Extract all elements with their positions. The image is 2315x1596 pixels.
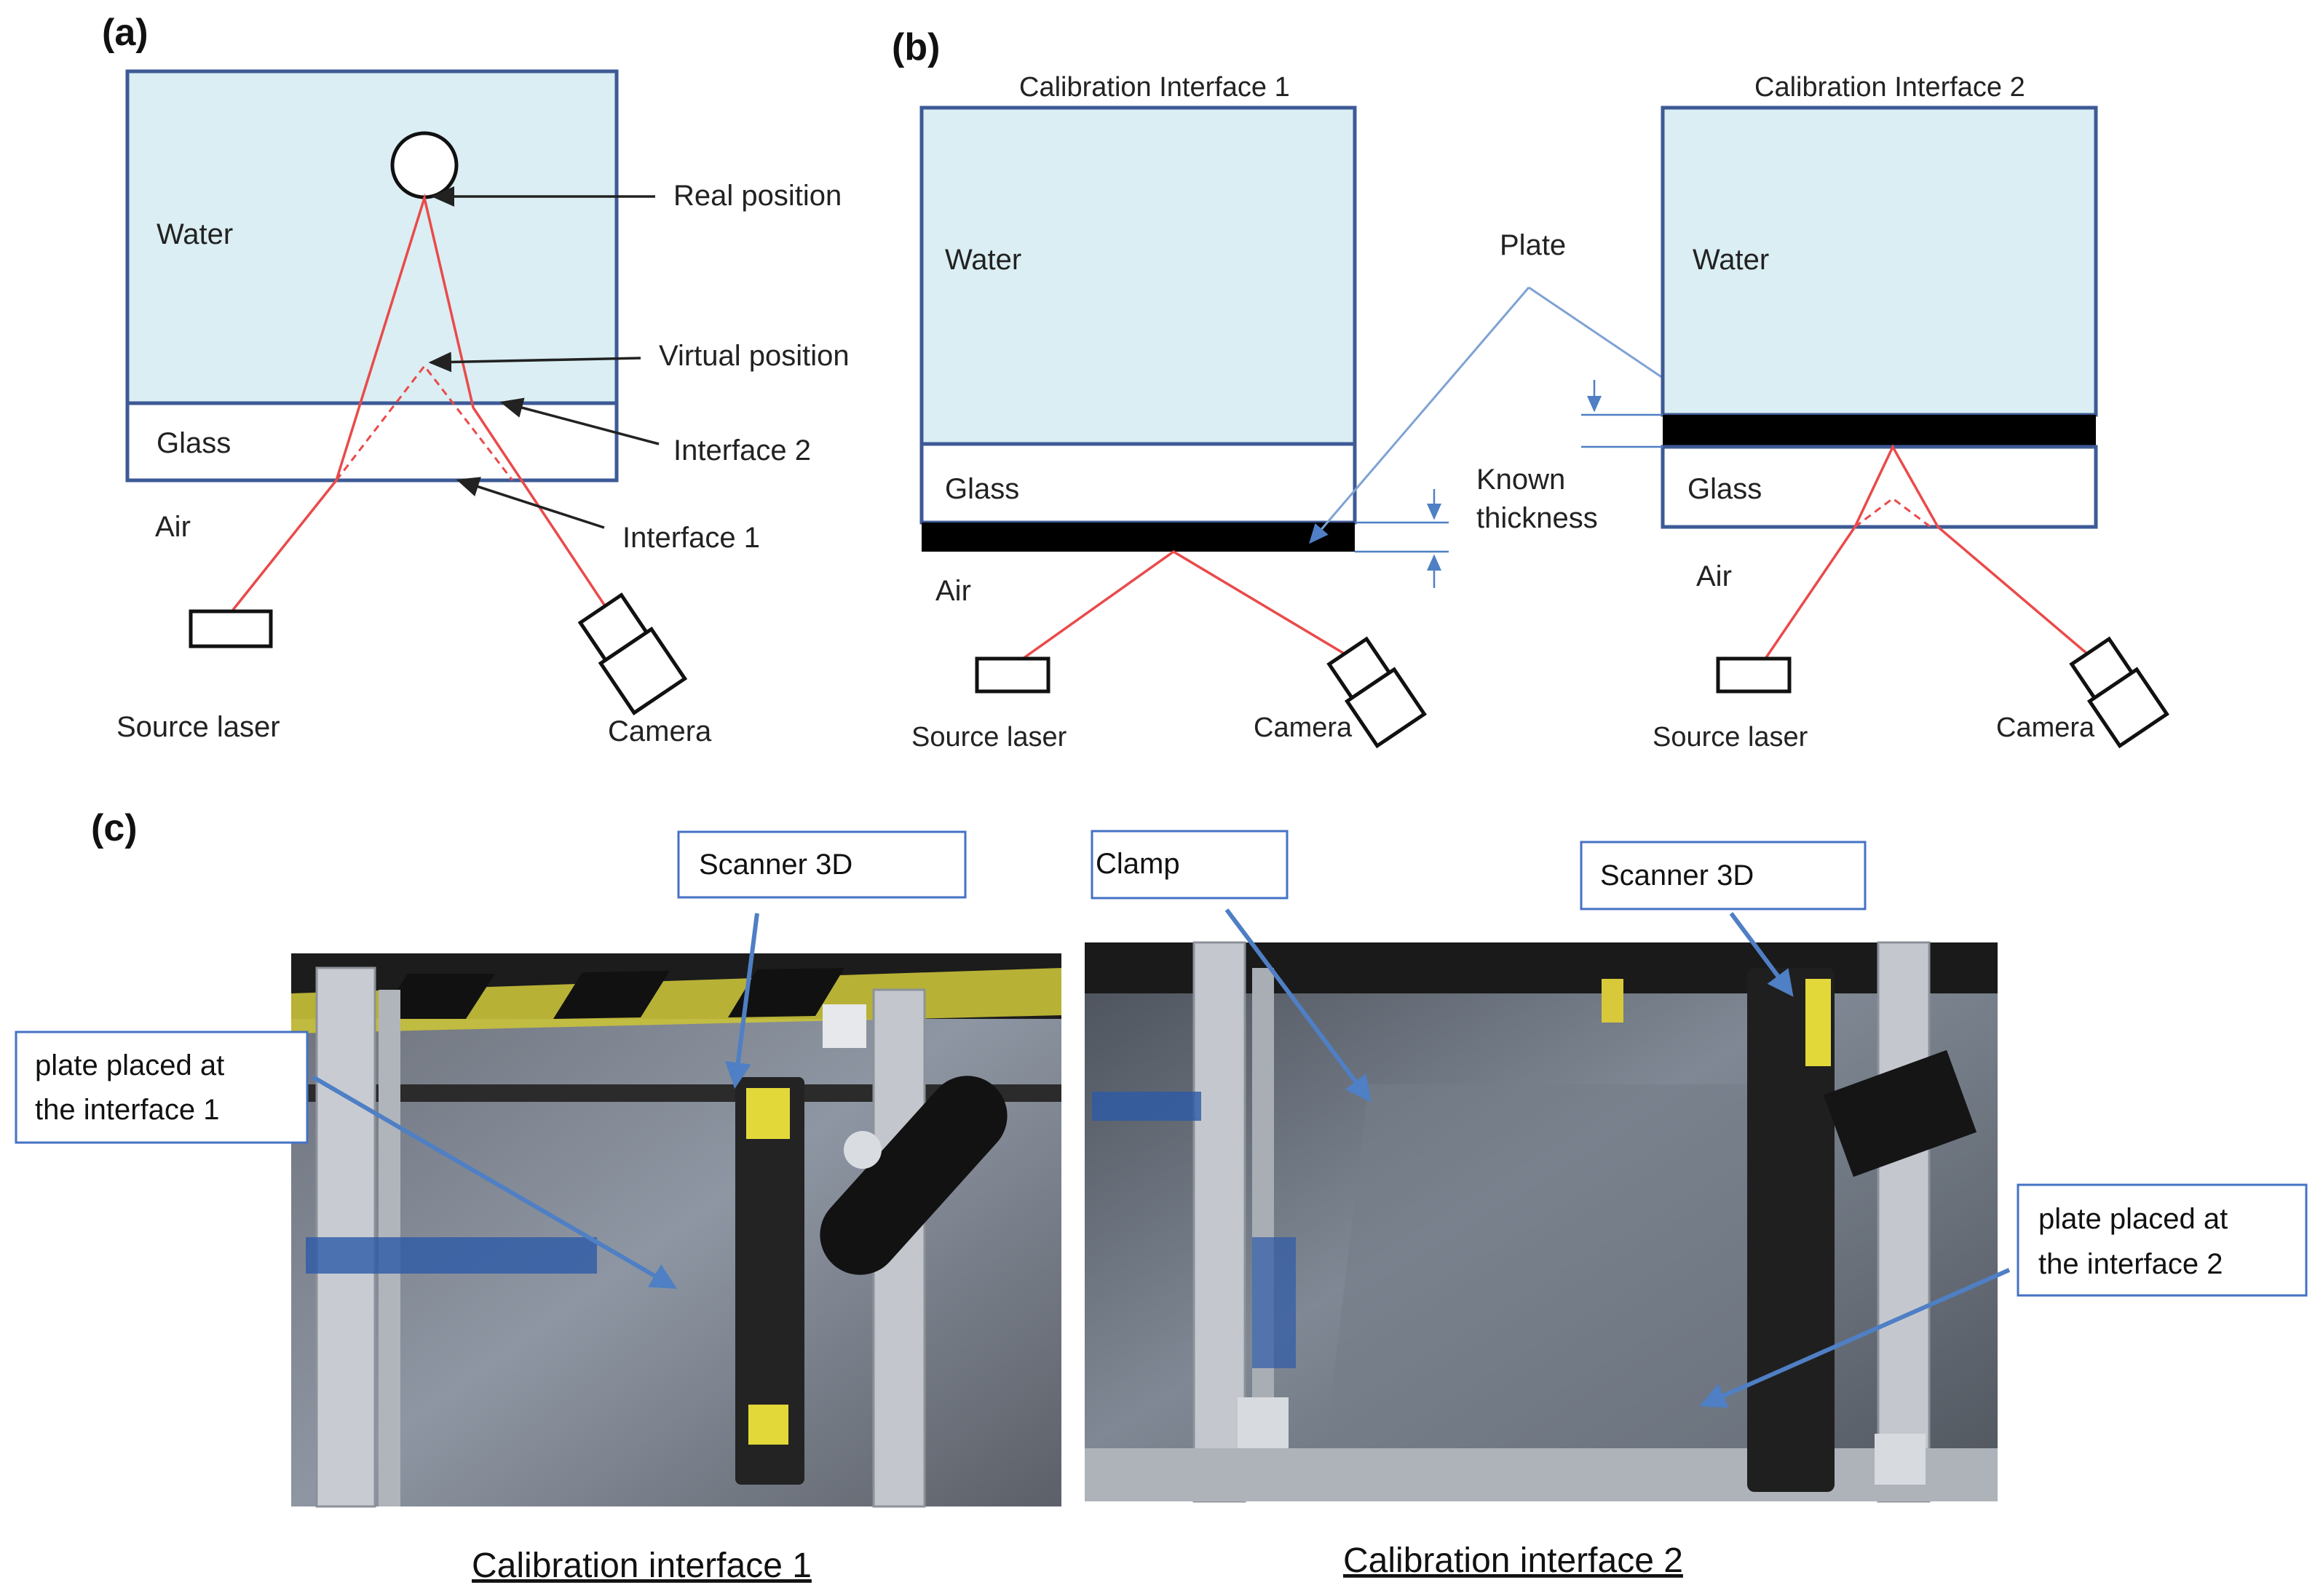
- interface-1-label: Interface 1: [622, 522, 760, 554]
- calibration-photo-1: [291, 953, 1061, 1508]
- cal2-glass-label: Glass: [1687, 473, 1762, 505]
- clamp-arrow: [1224, 908, 1372, 1103]
- plate-1-arrow: [312, 1075, 678, 1290]
- cal1-source-laser-icon: [975, 656, 1050, 694]
- cal1-water-label: Water: [945, 244, 1021, 276]
- plate-arrow-left: [1309, 287, 1530, 544]
- glass-label: Glass: [157, 427, 231, 459]
- scanner-left-label: Scanner 3D: [699, 849, 852, 881]
- cal1-source-laser-label: Source laser: [911, 722, 1067, 753]
- water-label: Water: [157, 218, 233, 250]
- plate-label: Plate: [1500, 229, 1566, 261]
- interface-2-arrow: [499, 397, 660, 445]
- cal2-laser-ray: [1764, 444, 2094, 660]
- real-object-circle: [390, 131, 459, 199]
- source-laser-label: Source laser: [116, 711, 280, 743]
- cal2-source-laser-icon: [1716, 656, 1792, 694]
- cal2-water-label: Water: [1693, 244, 1769, 276]
- cal1-air-label: Air: [935, 575, 971, 607]
- interface-2-label: Interface 2: [673, 434, 811, 467]
- cal2-virtual-ray: [1854, 497, 1931, 528]
- plate-1-line1: plate placed at: [35, 1049, 224, 1081]
- water-region: [125, 69, 619, 405]
- panel-b: (b) Calibration Interface 1 Water Glass …: [892, 26, 2169, 753]
- panel-b-letter: (b): [892, 26, 940, 68]
- source-laser-icon: [189, 609, 273, 648]
- panel-c: (c): [15, 807, 2308, 1585]
- cal2-air-label: Air: [1696, 560, 1732, 592]
- panel-a-letter: (a): [102, 12, 149, 54]
- plate-1-line2: the interface 1: [35, 1094, 220, 1126]
- calibration-photo-2: [1085, 941, 1998, 1503]
- real-position-label: Real position: [673, 180, 842, 212]
- cal1-glass-region: [919, 442, 1357, 525]
- cal2-glass-region: [1661, 445, 2098, 529]
- cal1-laser-ray: [1021, 549, 1353, 660]
- camera-label: Camera: [608, 715, 712, 747]
- known-thickness-line2: thickness: [1476, 502, 1598, 534]
- glass-region: [125, 401, 619, 483]
- known-thickness-line1: Known: [1476, 464, 1565, 496]
- camera-icon: [577, 592, 688, 715]
- caption-calibration-2: Calibration interface 2: [1343, 1541, 1683, 1580]
- cal2-camera-icon: [2069, 636, 2169, 749]
- caption-calibration-1: Calibration interface 1: [472, 1547, 812, 1585]
- cal1-camera-label: Camera: [1254, 712, 1353, 743]
- scanner-right-callout: [1580, 841, 1867, 910]
- plate-1-callout: [15, 1031, 309, 1144]
- plate-2-line1: plate placed at: [2038, 1203, 2228, 1235]
- cal1-camera-icon: [1326, 636, 1427, 749]
- virtual-ray-path: [335, 364, 514, 481]
- clamp-label: Clamp: [1096, 848, 1180, 880]
- plate-2-line2: the interface 2: [2038, 1248, 2223, 1280]
- clamp-callout: [1091, 830, 1289, 900]
- cal1-title: Calibration Interface 1: [1019, 72, 1290, 103]
- laser-ray-path: [232, 193, 613, 616]
- cal1-water-region: [919, 106, 1357, 446]
- panel-a: (a) Water Glass Air Source laser Camera …: [102, 12, 850, 747]
- cal1-plate: [922, 523, 1355, 552]
- virtual-position-label: Virtual position: [659, 340, 850, 372]
- cal1-glass-label: Glass: [945, 473, 1019, 505]
- cal2-title: Calibration Interface 2: [1754, 72, 2025, 103]
- panel-c-letter: (c): [91, 807, 138, 849]
- cal2-water-region: [1661, 106, 2098, 417]
- cal2-plate: [1663, 415, 2096, 447]
- virtual-position-arrow: [428, 352, 641, 373]
- scanner-right-arrow: [1729, 912, 1794, 997]
- interface-1-arrow: [456, 477, 605, 529]
- cal2-camera-label: Camera: [1996, 712, 2095, 743]
- plate-2-arrow: [1699, 1268, 2011, 1408]
- air-label: Air: [155, 511, 191, 543]
- cal2-source-laser-label: Source laser: [1653, 722, 1808, 753]
- scanner-left-arrow: [724, 913, 759, 1089]
- scanner-left-callout: [677, 830, 967, 899]
- plate-2-callout: [2017, 1183, 2308, 1297]
- scanner-right-label: Scanner 3D: [1600, 859, 1754, 892]
